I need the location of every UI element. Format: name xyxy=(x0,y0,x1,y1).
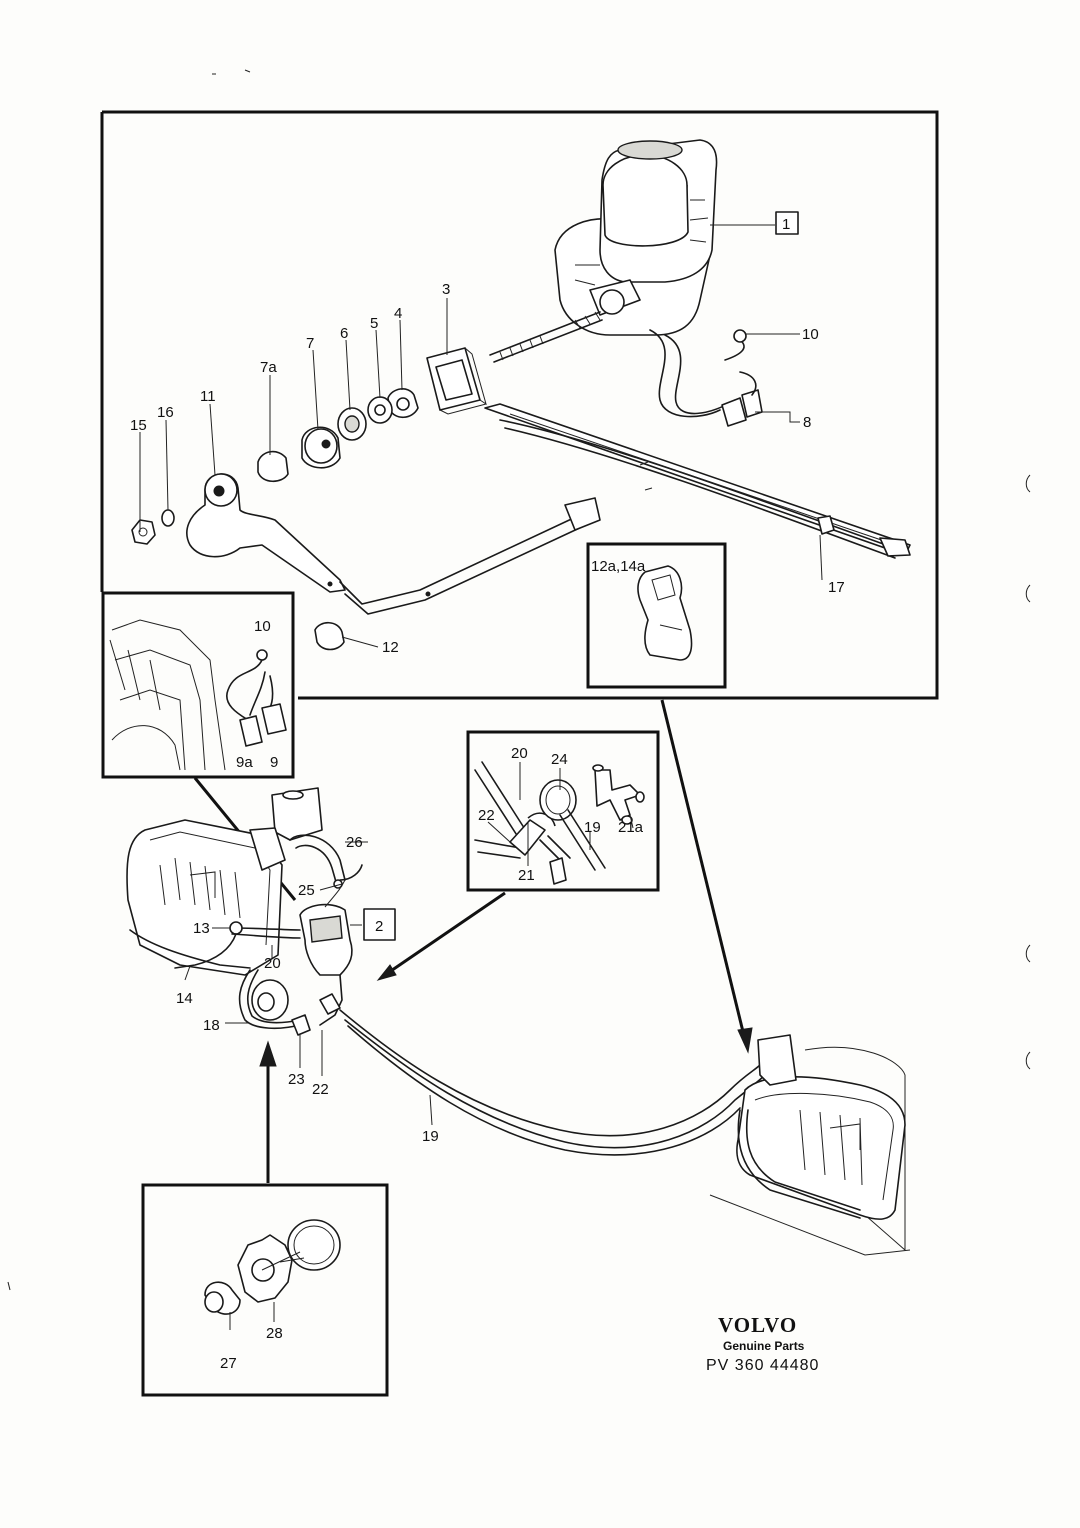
label-16: 16 xyxy=(157,404,174,421)
label-20-inset: 20 xyxy=(511,745,528,762)
label-15: 15 xyxy=(130,417,147,434)
label-7a: 7a xyxy=(260,359,277,376)
main-assembly-box xyxy=(100,110,939,700)
label-21: 21 xyxy=(518,867,535,884)
label-4: 4 xyxy=(394,305,402,322)
label-14: 14 xyxy=(176,990,193,1007)
headlight-left xyxy=(126,819,283,976)
hoses-lines xyxy=(174,921,766,1156)
label-3: 3 xyxy=(442,281,450,298)
label-10-inset: 10 xyxy=(254,618,271,635)
motor-wiring xyxy=(649,329,763,427)
label-22-inset: 22 xyxy=(478,807,495,824)
label-2: 2 xyxy=(375,918,383,935)
callout-labels: 1 3 4 5 6 7 7a 8 10 11 15 16 17 12 12a,1… xyxy=(130,216,845,1372)
footer-branding: VOLVO Genuine Parts PV 360 44480 xyxy=(706,1313,819,1374)
headlight-right xyxy=(709,1034,911,1256)
label-8: 8 xyxy=(803,414,811,431)
arrowhead-hose xyxy=(376,964,397,981)
label-22: 22 xyxy=(312,1081,329,1098)
inset-connector-9 xyxy=(101,591,295,779)
inset-hose-connectors xyxy=(466,730,660,892)
brand-logo: VOLVO xyxy=(718,1313,797,1337)
label-10: 10 xyxy=(802,326,819,343)
label-25: 25 xyxy=(298,882,315,899)
motor-spindle xyxy=(489,289,625,363)
inset-12a-14a xyxy=(586,542,727,689)
pointer-right-headlight xyxy=(660,699,747,1041)
label-24: 24 xyxy=(551,751,568,768)
label-26: 26 xyxy=(346,834,363,851)
label-11: 11 xyxy=(200,388,216,405)
label-18: 18 xyxy=(203,1017,220,1034)
grommet-3 xyxy=(426,347,487,415)
label-9: 9 xyxy=(270,754,278,771)
arrowhead-nozzle xyxy=(259,1040,277,1067)
callout-box-2 xyxy=(363,908,396,941)
label-6: 6 xyxy=(340,325,348,342)
pump-2 xyxy=(289,834,363,976)
label-19-inset: 19 xyxy=(584,819,601,836)
inset-nozzle xyxy=(141,1183,389,1397)
label-7: 7 xyxy=(306,335,314,352)
label-19: 19 xyxy=(422,1128,439,1145)
callout-box-1 xyxy=(775,211,799,235)
wiper-motor xyxy=(554,139,718,336)
brand-subtitle: Genuine Parts xyxy=(723,1339,805,1353)
leader-8 xyxy=(755,411,800,423)
washer-stack xyxy=(301,388,419,469)
drawing-reference: PV 360 44480 xyxy=(706,1357,819,1374)
wiper-arm-11 xyxy=(186,473,601,615)
cap-7a xyxy=(257,450,289,483)
label-28: 28 xyxy=(266,1325,283,1342)
label-9a: 9a xyxy=(236,754,253,771)
label-13: 13 xyxy=(193,920,210,937)
label-5: 5 xyxy=(370,315,378,332)
leader-lines-top xyxy=(139,298,823,581)
leader-lines-lower xyxy=(184,841,433,1126)
margin-marks xyxy=(7,69,1031,1291)
label-12: 12 xyxy=(382,639,399,656)
pointer-hose-inset xyxy=(381,891,506,979)
label-20: 20 xyxy=(264,955,281,972)
label-1: 1 xyxy=(782,216,790,233)
label-21a: 21a xyxy=(618,819,644,836)
arrowhead-right xyxy=(737,1027,753,1054)
wiper-blade-17 xyxy=(484,403,911,559)
reservoir xyxy=(249,787,323,871)
label-12a-14a: 12a,14a xyxy=(591,558,646,575)
label-27: 27 xyxy=(220,1355,237,1372)
clip-12 xyxy=(314,621,379,651)
label-23: 23 xyxy=(288,1071,305,1088)
label-17: 17 xyxy=(828,579,845,596)
nut-and-washer xyxy=(131,509,175,545)
